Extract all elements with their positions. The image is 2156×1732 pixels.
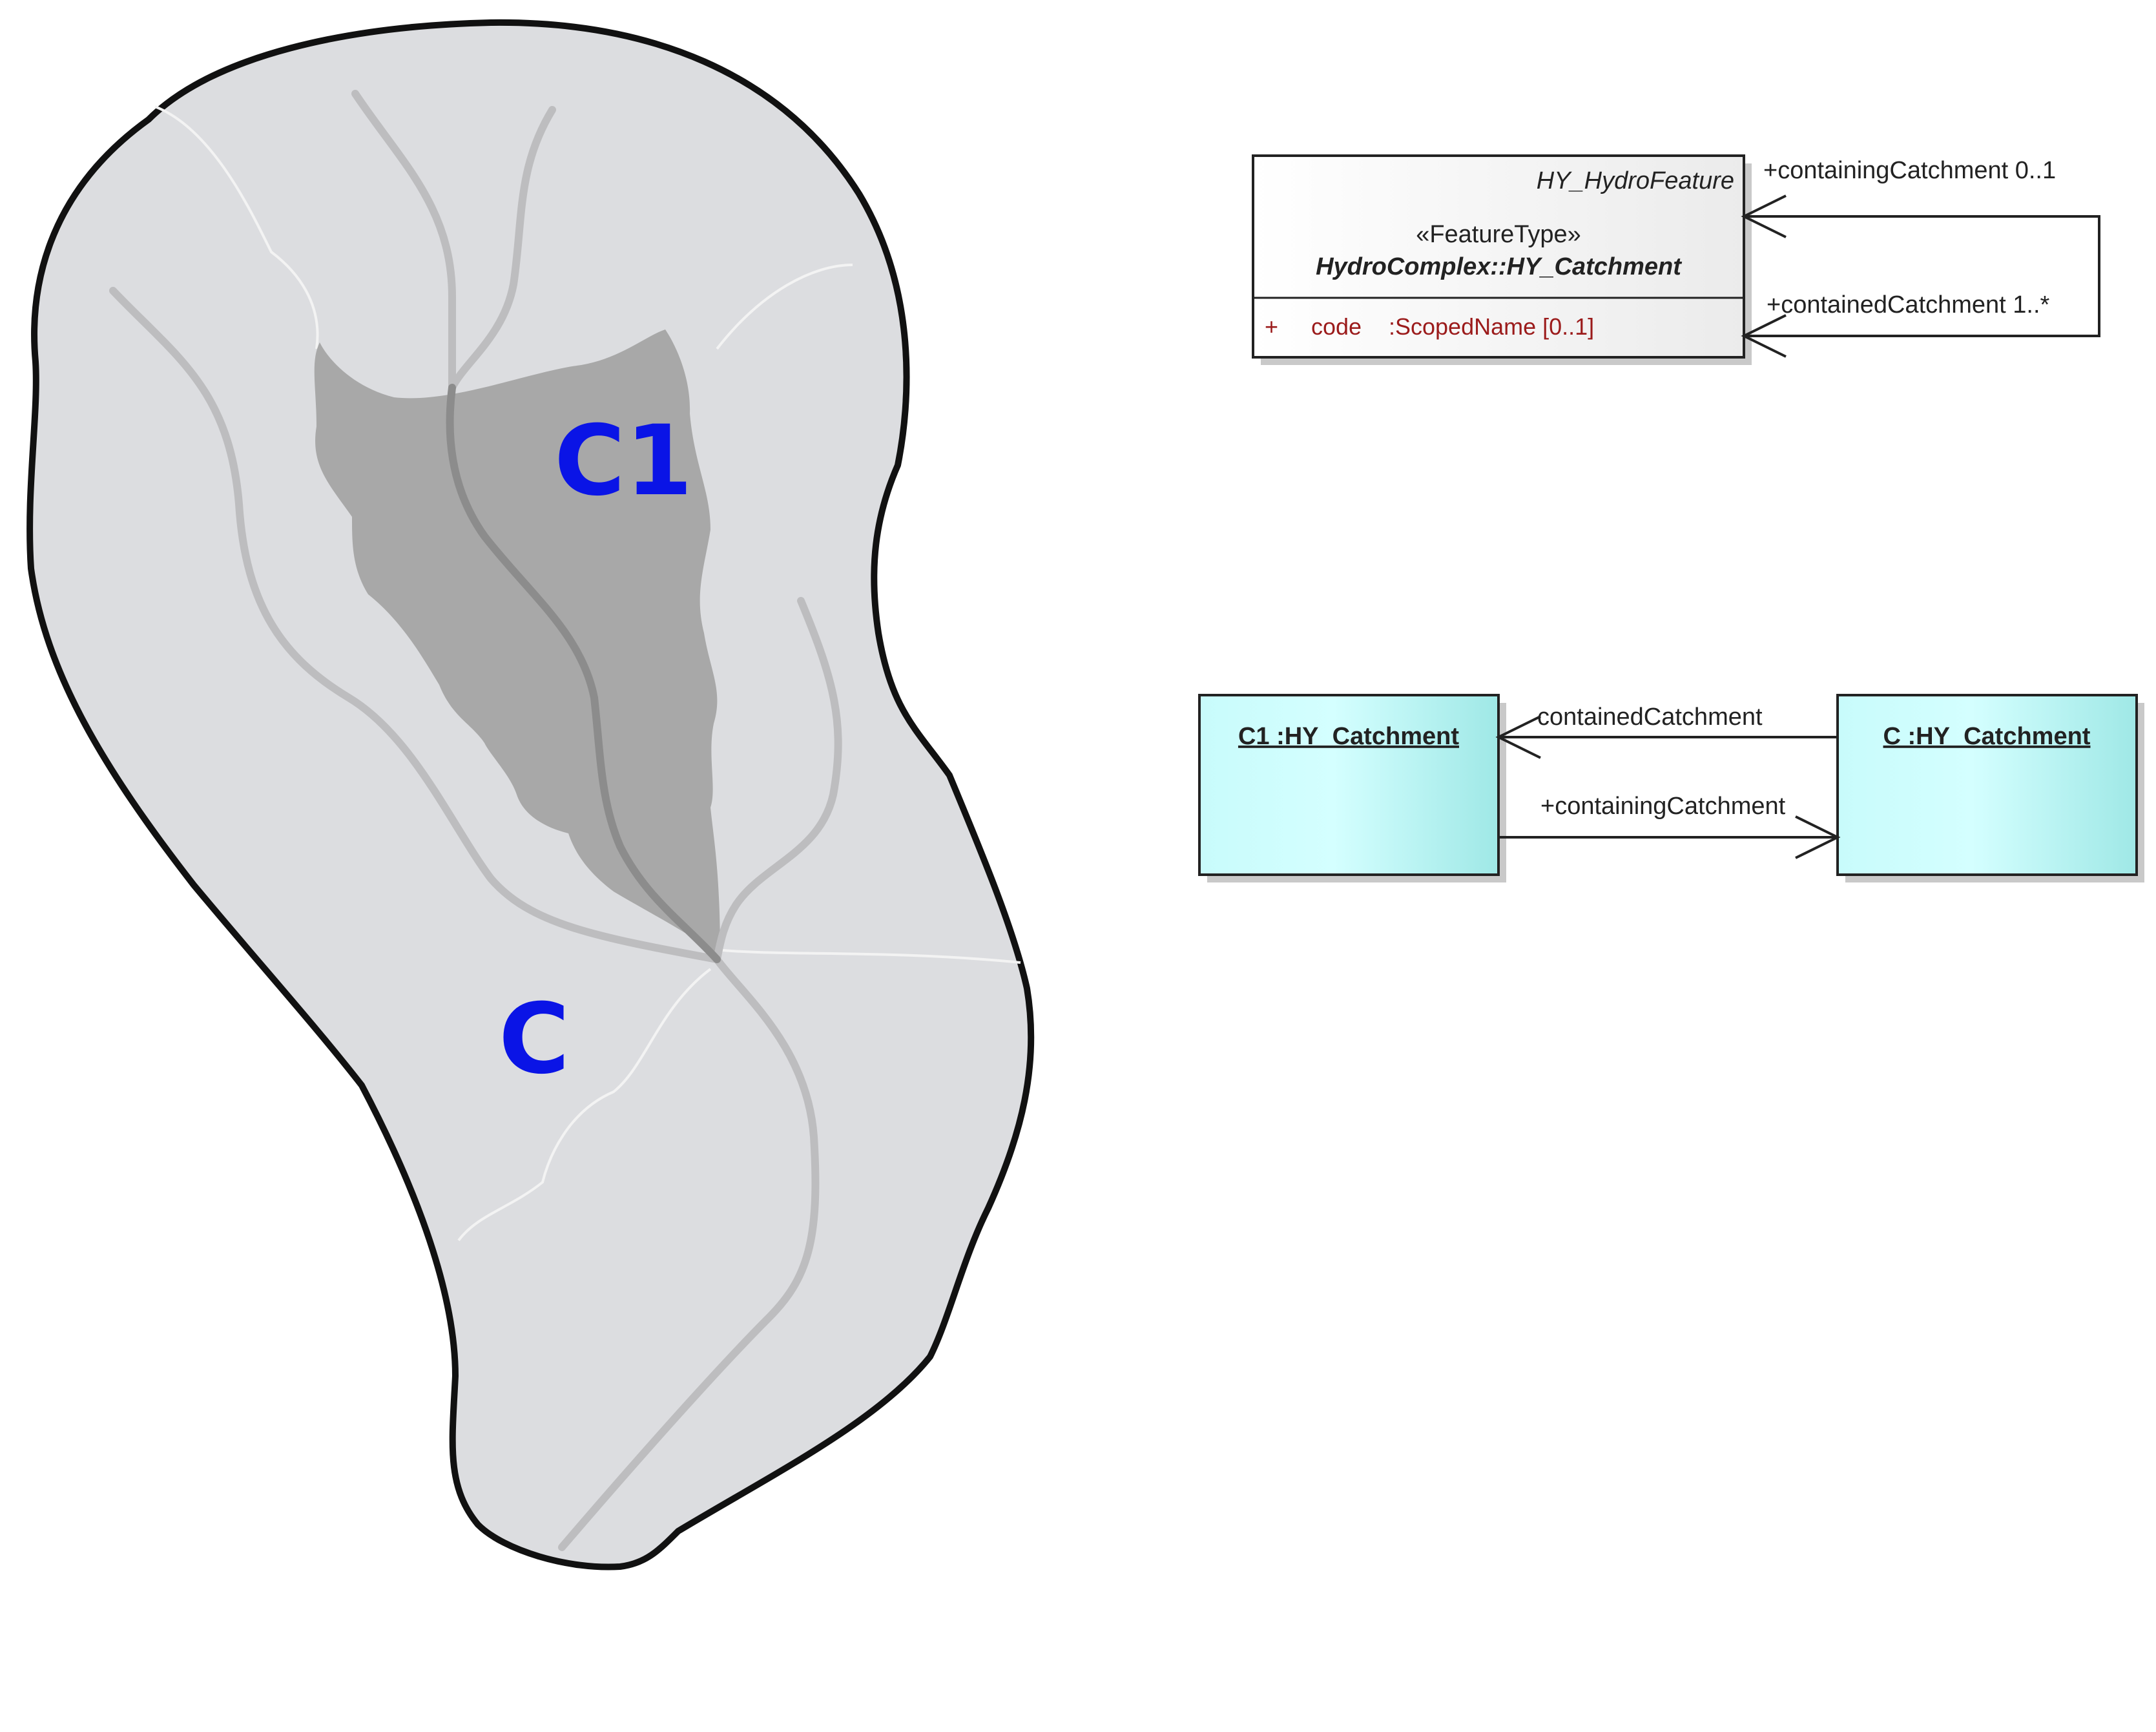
object-c[interactable]: [1836, 694, 2138, 876]
upper-role-label: +containingCatchment 0..1: [1763, 157, 2056, 184]
lower-link-arrowhead: [1795, 815, 1841, 859]
stream-north-west: [351, 90, 456, 391]
self-association: [1741, 194, 2100, 358]
upper-link-label: containedCatchment: [1537, 704, 1763, 731]
attribute-type: :ScopedName [0..1]: [1389, 313, 1594, 340]
lower-role-label: +containedCatchment 1..*: [1767, 291, 2050, 318]
stream-east: [713, 597, 842, 963]
class-stereotype: «FeatureType»: [1416, 221, 1581, 248]
upper-link-arrowhead: [1495, 715, 1541, 759]
upper-arrowhead: [1741, 194, 1787, 238]
object-diagram: C1 :HY_Catchment C :HY_Catchment contain…: [1198, 694, 2144, 882]
object-c-name: C :HY_Catchment: [1883, 723, 2091, 750]
stream-network: [109, 90, 842, 1551]
stream-north: [448, 106, 556, 391]
catchment-map: C1 C: [26, 19, 1035, 1570]
object-links: [1495, 715, 1841, 859]
attribute-name: code: [1311, 313, 1362, 340]
stream-west: [109, 287, 721, 963]
stream-outlet: [558, 955, 820, 1551]
lower-link-label: +containingCatchment: [1540, 793, 1786, 820]
class-box[interactable]: [1252, 154, 1745, 359]
inner-catchment-label: C1: [554, 405, 692, 517]
object-c1[interactable]: [1198, 694, 1500, 876]
object-c1-name: C1 :HY_Catchment: [1238, 723, 1459, 750]
inner-catchment-area: [314, 329, 720, 956]
lower-arrowhead: [1741, 314, 1787, 358]
class-name: HydroComplex::HY_Catchment: [1316, 253, 1682, 280]
class-diagram: HY_HydroFeature «FeatureType» HydroCompl…: [1252, 154, 2100, 365]
outer-catchment-label: C: [499, 983, 570, 1096]
attribute-visibility: +: [1265, 313, 1278, 340]
class-parent-name: HY_HydroFeature: [1537, 167, 1734, 194]
main-channel-in-c1: [446, 384, 721, 963]
subdivide-lines: [154, 105, 1021, 1242]
